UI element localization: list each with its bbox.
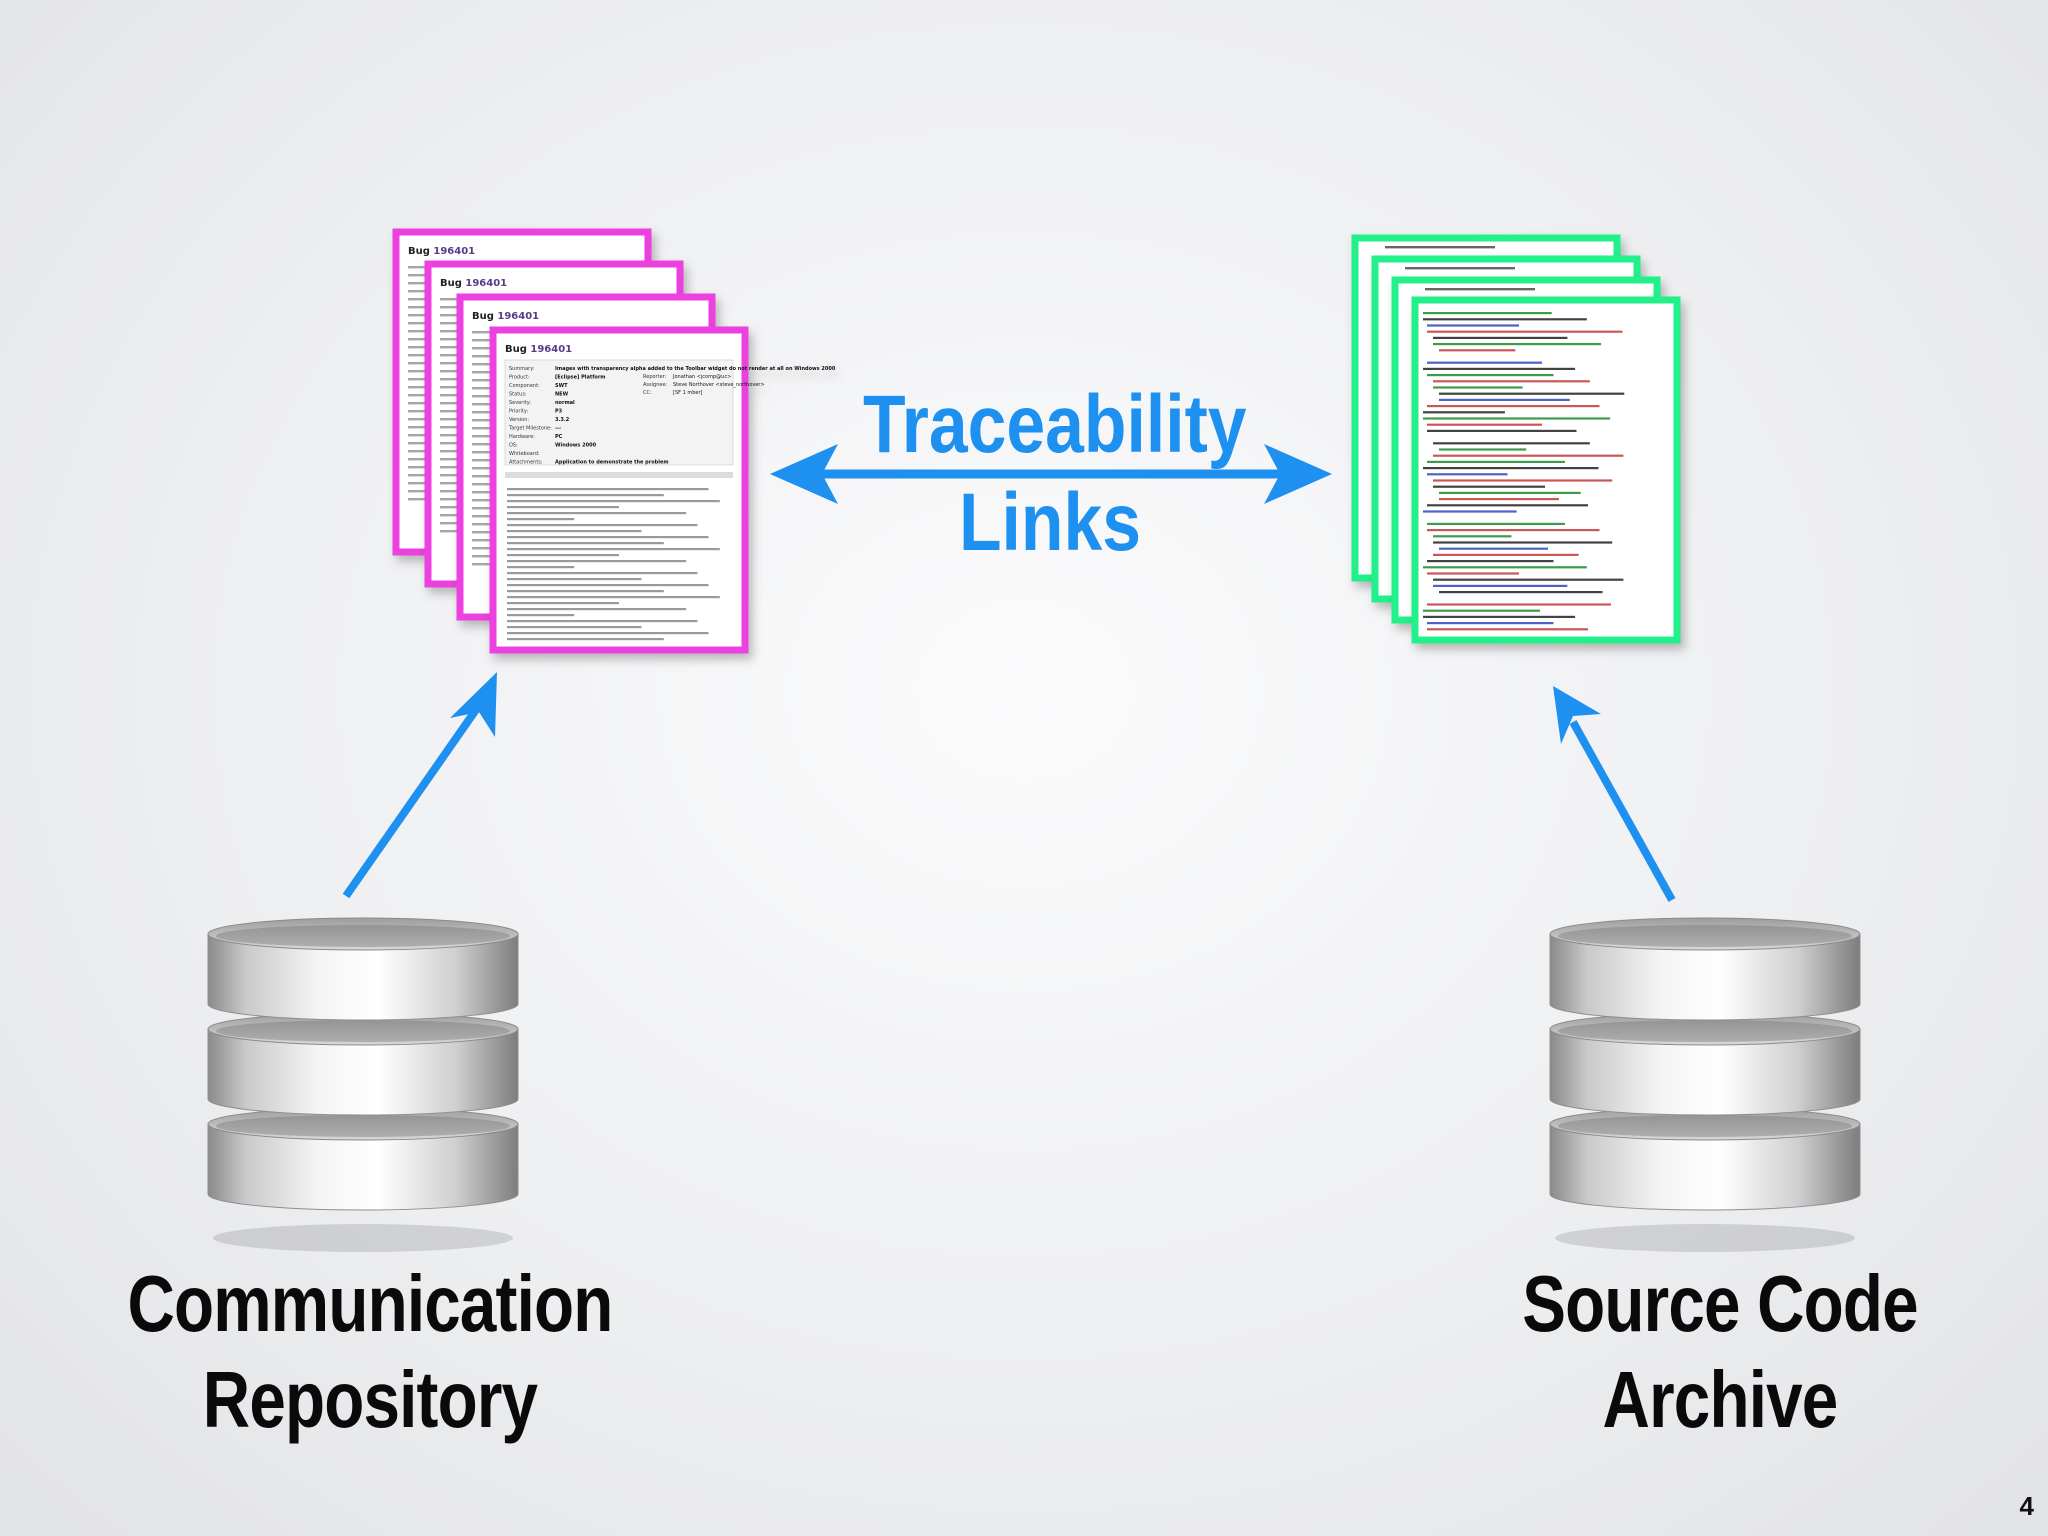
svg-text:Priority:: Priority:: [509, 409, 528, 415]
svg-text:[Eclipse] Platform: [Eclipse] Platform: [555, 375, 606, 381]
svg-text:Summary:: Summary:: [509, 366, 535, 372]
center-label-line2: Links: [958, 477, 1142, 568]
svg-text:Reporter:: Reporter:: [643, 374, 667, 380]
source-code-archive-label: Source Code Archive: [1490, 1256, 1949, 1448]
page-number: 4: [2019, 1491, 2034, 1521]
svg-text:Assignee:: Assignee:: [643, 382, 668, 388]
svg-text:Bug 196401: Bug 196401: [440, 278, 507, 289]
svg-text:Bug 196401: Bug 196401: [505, 344, 572, 355]
svg-text:Whiteboard:: Whiteboard:: [509, 451, 540, 457]
svg-text:Status:: Status:: [509, 392, 527, 398]
svg-text:[SF 1 mber]: [SF 1 mber]: [673, 390, 703, 396]
source-code-stack-icon: [1351, 234, 1681, 644]
svg-text:normal: normal: [555, 400, 575, 406]
svg-text:Bug 196401: Bug 196401: [408, 246, 475, 257]
left-label-line1: Communication: [127, 1259, 613, 1348]
communication-repository-label: Communication Repository: [99, 1256, 640, 1448]
svg-text:OS:: OS:: [509, 443, 518, 449]
svg-text:Target Milestone:: Target Milestone:: [508, 426, 552, 432]
svg-text:Severity:: Severity:: [509, 400, 531, 406]
svg-text:Application to demonstrate the: Application to demonstrate the problem: [555, 460, 669, 466]
svg-text:SWT: SWT: [555, 383, 568, 389]
svg-text:Jonathan <jcomp@uc>: Jonathan <jcomp@uc>: [672, 374, 731, 380]
svg-text:Product:: Product:: [509, 375, 530, 381]
svg-text:Steve Northover <steve_northov: Steve Northover <steve_northover>: [673, 382, 765, 388]
database-icon-left: [207, 917, 519, 1252]
arrow-icon-right: [1553, 686, 1676, 902]
svg-text:PC: PC: [555, 434, 563, 440]
svg-text:---: ---: [555, 426, 561, 432]
center-label-line1: Traceability: [863, 379, 1247, 470]
right-label-line1: Source Code: [1522, 1259, 1918, 1348]
svg-text:Windows 2000: Windows 2000: [555, 443, 597, 449]
left-label-line2: Repository: [202, 1355, 538, 1444]
svg-text:Component:: Component:: [509, 383, 540, 389]
right-label-line2: Archive: [1602, 1355, 1839, 1444]
svg-text:CC:: CC:: [643, 390, 652, 396]
svg-text:Bug 196401: Bug 196401: [472, 311, 539, 322]
database-icon-right: [1549, 917, 1861, 1252]
svg-text:Version:: Version:: [509, 417, 529, 423]
svg-text:3.3.2: 3.3.2: [555, 417, 570, 423]
arrow-icon-left: [342, 672, 497, 899]
svg-text:Attachments:: Attachments:: [509, 460, 543, 466]
svg-text:Hardware:: Hardware:: [509, 434, 535, 440]
svg-text:P3: P3: [555, 409, 563, 415]
double-arrow-icon: [770, 444, 1332, 504]
svg-text:Images with transparency alpha: Images with transparency alpha added to …: [555, 366, 836, 372]
svg-text:NEW: NEW: [555, 392, 569, 398]
traceability-links-label: Traceability Links: [863, 376, 1247, 572]
